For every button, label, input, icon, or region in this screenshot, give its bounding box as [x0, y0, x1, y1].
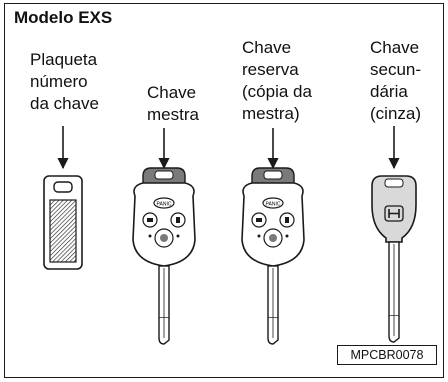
panic-button	[262, 197, 284, 209]
spare-key: PANIC	[241, 167, 305, 345]
svg-text:PANIC: PANIC	[266, 202, 281, 208]
master-key-label: Chave mestra	[147, 83, 199, 124]
secondary-key	[371, 175, 417, 343]
figure-code: MPCBR0078	[337, 345, 437, 365]
master-key: PANIC	[132, 167, 196, 345]
panic-button	[153, 197, 175, 209]
figure-frame	[4, 3, 444, 378]
figure-title: Modelo EXS	[14, 8, 113, 27]
tag-label: Plaqueta número da chave	[30, 50, 99, 113]
svg-text:PANIC: PANIC	[157, 202, 172, 208]
spare-key-label: Chave reserva (cópia da mestra)	[242, 38, 312, 123]
secondary-key-label: Chave secun- dária (cinza)	[370, 38, 422, 123]
key-number-tag	[43, 175, 83, 270]
